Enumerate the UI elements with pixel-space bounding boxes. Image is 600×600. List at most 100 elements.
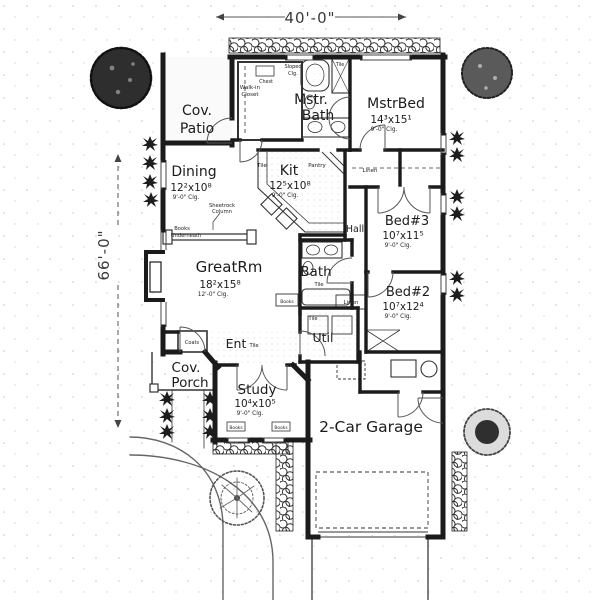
half-wall	[163, 233, 256, 241]
windows-study-front	[226, 437, 286, 444]
closet-door	[239, 139, 263, 163]
garage-service-door	[397, 391, 424, 418]
bed2-closet-doors	[365, 329, 401, 353]
room-label-greatrm: GreatRm	[196, 258, 263, 276]
annotation-books-study-left: Books	[229, 425, 243, 431]
front-door	[179, 326, 206, 353]
hedge-driveway-right	[451, 451, 468, 532]
annotation-books-study-right: Books	[274, 425, 288, 431]
doors	[179, 96, 444, 424]
bed3-door-right	[403, 186, 431, 214]
room-label-bed3: Bed#3	[385, 214, 429, 229]
wall-entry-angle	[201, 348, 222, 371]
garage-door-panel	[318, 531, 428, 538]
study-door-left	[236, 364, 263, 391]
room-ceiling-mstrbed: 9'-0" Clg.	[371, 127, 398, 133]
room-ceiling-study: 9'-0" Clg.	[237, 411, 264, 417]
bed2-door	[367, 271, 394, 298]
dryer	[331, 315, 353, 335]
bath-sink-right	[324, 244, 338, 256]
alcove-cabinet	[390, 359, 417, 378]
chest-furniture	[255, 65, 275, 77]
util-tile-floor	[302, 310, 356, 360]
annotation-sheetrock-2: Column	[212, 209, 232, 215]
annotation-sloped-1: Sloped	[284, 64, 301, 70]
annotations: Walk-in Closet Chest Sloped Clg. Tile Ti…	[171, 62, 378, 431]
dimension-lines: 40'-0" 66'-0"	[95, 9, 406, 428]
tree-icon	[461, 47, 513, 99]
annotation-books-under-1: Books	[174, 226, 190, 232]
entry-tile-floor	[206, 332, 298, 364]
room-label-mstrbed: MstrBed	[367, 96, 425, 112]
study-books-right	[271, 421, 291, 432]
bath-door	[326, 257, 353, 284]
room-ceiling-bed3: 9'-0" Clg.	[385, 243, 412, 249]
windows-right-wall	[440, 133, 447, 295]
annotation-linen-hall: Linen	[363, 168, 378, 174]
patio-floor	[163, 57, 232, 143]
annotation-books-niche: Books	[280, 299, 294, 305]
sheetrock-column-left	[162, 229, 173, 245]
garage-floor	[308, 360, 443, 535]
study-door-right	[261, 364, 288, 391]
porch-post	[149, 383, 159, 393]
room-dims-bed2: 10⁷x12⁴	[382, 301, 423, 313]
annotation-walk-in-closet-1: Walk-in	[240, 85, 261, 91]
room-dims-greatrm: 18²x15⁸	[199, 279, 240, 291]
hedge-garage-left	[275, 441, 294, 532]
room-label-util: Util	[313, 330, 334, 345]
room-label-kit: Kit	[280, 163, 299, 179]
room-dims-study: 10⁴x10⁵	[234, 398, 275, 410]
room-label-cov-patio-1: Cov.	[182, 103, 212, 119]
tree-icon	[89, 46, 153, 110]
kitchen-island-a	[260, 193, 283, 216]
tree-icon	[209, 470, 265, 526]
sheetrock-column-right	[246, 229, 257, 245]
room-label-bath: Bath	[300, 264, 331, 280]
annotation-linen-bed2: Linen	[344, 300, 359, 306]
kitchen-tile-floor	[258, 152, 344, 234]
wall-exterior-left	[160, 52, 183, 357]
annotation-tile-ent: Tile	[248, 343, 258, 349]
water-heater	[420, 360, 438, 378]
room-label-dining: Dining	[171, 164, 216, 180]
room-ceiling-dining: 9'-0" Clg.	[173, 195, 200, 201]
room-label-mstr-bath-2: Bath	[302, 108, 335, 124]
study-floor	[215, 360, 308, 440]
windows-top-wall	[285, 54, 412, 61]
room-labels: Cov. Patio Mstr. Bath MstrBed 14³x15¹ 9'…	[170, 92, 430, 436]
room-label-cov-porch-2: Porch	[171, 375, 208, 391]
kitchen-counter-inner	[266, 152, 344, 224]
bath-vanity	[301, 241, 343, 259]
room-label-ent: Ent	[226, 336, 247, 351]
room-dims-bed3: 10⁷x11⁵	[382, 230, 423, 242]
sidewalk-inner-curve	[129, 454, 274, 600]
annotation-chest: Chest	[259, 79, 273, 85]
room-ceiling-bed2: 9'-0" Clg.	[385, 314, 412, 320]
patio-door	[206, 117, 233, 144]
mstr-shower-glass	[331, 58, 350, 94]
kitchen-island-b	[275, 207, 298, 230]
annotation-tile-util: Tile	[307, 316, 317, 322]
windows	[160, 54, 447, 444]
annotation-sheetrock-1: Sheetrock	[209, 203, 235, 209]
site-features	[89, 37, 513, 600]
walls	[144, 52, 448, 540]
bath-tub	[301, 288, 351, 306]
mstr-toilet	[304, 94, 316, 110]
annotation-walk-in-closet-2: Closet	[241, 92, 259, 98]
wall-study-ne-angle	[289, 361, 312, 384]
bed3-door-left	[377, 186, 405, 214]
room-label-hall: Hall	[346, 224, 364, 235]
firebox	[149, 261, 162, 293]
room-label-garage: 2-Car Garage	[319, 418, 423, 436]
sidewalk-outer-curve	[129, 436, 224, 600]
annotation-tile-kit: Tile	[256, 163, 267, 169]
annotation-tile-bath: Tile	[313, 282, 323, 288]
books-niche	[275, 293, 299, 307]
side-dimension-label: 66'-0"	[95, 229, 113, 280]
top-dimension-label: 40'-0"	[284, 9, 335, 27]
room-label-study: Study	[238, 382, 277, 398]
sheetrock-leader-line	[212, 212, 221, 230]
